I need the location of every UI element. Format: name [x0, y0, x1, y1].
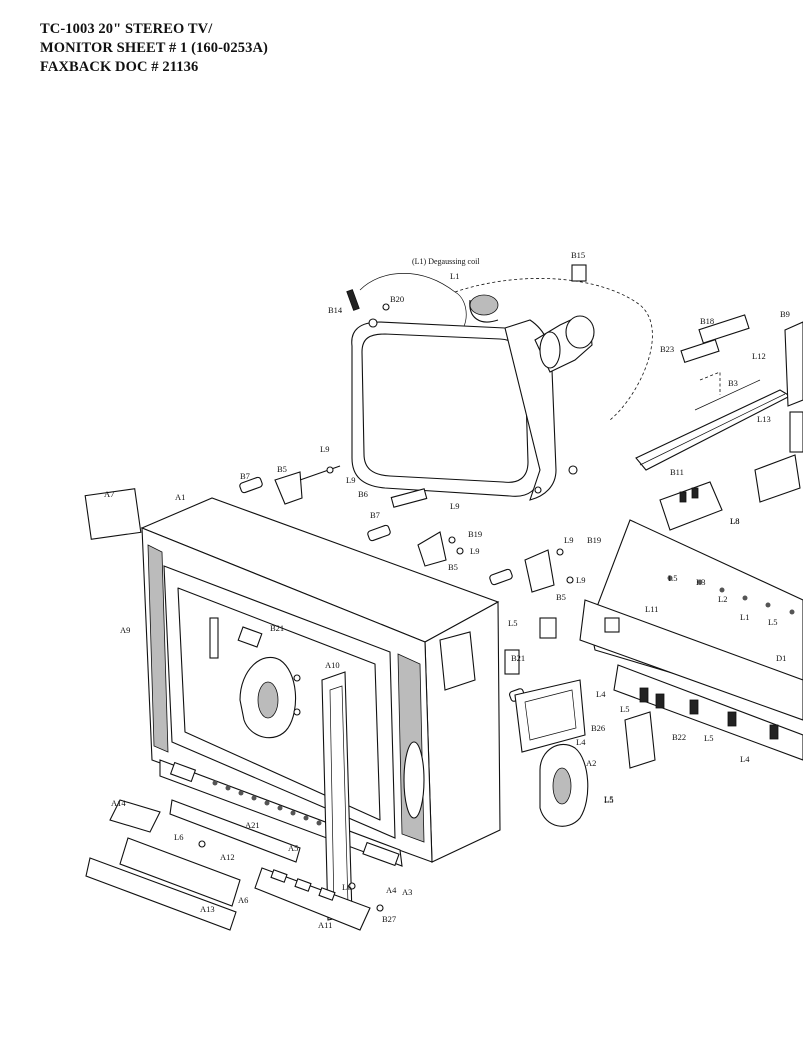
part-label: B6 — [358, 489, 368, 499]
part-label: A2 — [586, 758, 596, 768]
part-label: L8 — [730, 516, 739, 526]
part-label: A21 — [245, 820, 260, 830]
part-label: A14 — [111, 798, 126, 808]
part-label: A12 — [220, 852, 235, 862]
part-label: L6 — [342, 882, 351, 892]
part-label: A3 — [402, 887, 412, 897]
part-label: L1 — [740, 612, 749, 622]
part-label: A7 — [104, 489, 114, 499]
part-label: L9 — [346, 475, 355, 485]
part-label: B9 — [780, 309, 790, 319]
part-label: B22 — [672, 732, 686, 742]
part-label: L9 — [576, 575, 585, 585]
part-labels: B15 L1 B14 B20 B18 B9 B23 L12 B3 L13 L9 … — [104, 250, 790, 930]
part-label: A10 — [325, 660, 340, 670]
part-label: B26 — [591, 723, 605, 733]
part-label: B7 — [240, 471, 250, 481]
part-label: B19 — [587, 535, 601, 545]
part-label: B5 — [556, 592, 566, 602]
part-label: L5 — [704, 733, 713, 743]
brackets — [84, 454, 801, 593]
part-label: L12 — [752, 351, 766, 361]
part-label: L4 — [740, 754, 750, 764]
part-label: A4 — [386, 885, 397, 895]
part-label: B20 — [390, 294, 404, 304]
part-label: L9 — [470, 546, 479, 556]
part-label: L2 — [718, 594, 727, 604]
part-label: B5 — [277, 464, 287, 474]
part-label: A9 — [120, 625, 130, 635]
part-label: B14 — [328, 305, 343, 315]
part-label: L4 — [596, 689, 606, 699]
part-label: B15 — [571, 250, 585, 260]
part-label: L5 — [620, 704, 629, 714]
part-label: L8 — [730, 516, 739, 526]
part-label: A11 — [318, 920, 332, 930]
front-bezels — [85, 799, 384, 931]
part-label: L5 — [604, 795, 613, 805]
part-label: L3 — [696, 577, 705, 587]
part-label: A13 — [200, 904, 215, 914]
part-label: B21 — [270, 623, 284, 633]
header-line-faxback: FAXBACK DOC # 21136 — [40, 59, 199, 75]
part-label: L9 — [450, 501, 459, 511]
document-header: TC-1003 20" STEREO TV/ MONITOR SHEET # 1… — [40, 20, 268, 77]
part-label: D1 — [776, 653, 786, 663]
part-label: B23 — [660, 344, 674, 354]
part-label: A1 — [175, 492, 185, 502]
part-label: B27 — [382, 914, 396, 924]
part-label: L9 — [320, 444, 329, 454]
part-label: B3 — [728, 378, 738, 388]
header-line-sheet: MONITOR SHEET # 1 (160-0253A) — [40, 40, 268, 56]
part-label: B7 — [370, 510, 380, 520]
part-label: L5 — [668, 573, 677, 583]
part-label: L5 — [604, 794, 613, 804]
part-label: B19 — [468, 529, 482, 539]
part-label: L11 — [645, 604, 658, 614]
part-label: L13 — [757, 414, 771, 424]
part-label: L4 — [576, 737, 586, 747]
part-label: L6 — [174, 832, 183, 842]
part-label: B11 — [670, 467, 684, 477]
part-label: L5 — [508, 618, 517, 628]
part-label: B18 — [700, 316, 714, 326]
part-label: B5 — [448, 562, 458, 572]
speaker-and-pcb — [514, 519, 803, 827]
part-label: L1 — [450, 271, 459, 281]
tv-cabinet — [140, 497, 525, 921]
header-line-model: TC-1003 20" STEREO TV/ — [40, 21, 213, 37]
part-label: A6 — [238, 895, 248, 905]
part-label: L5 — [768, 617, 777, 627]
part-label: A5 — [288, 843, 298, 853]
part-label: B21 — [511, 653, 525, 663]
caption-degaussing-coil: (L1) Degaussing coil — [412, 257, 480, 266]
chassis-rail — [635, 314, 803, 471]
part-label: L9 — [564, 535, 573, 545]
picture-tube — [346, 264, 653, 501]
